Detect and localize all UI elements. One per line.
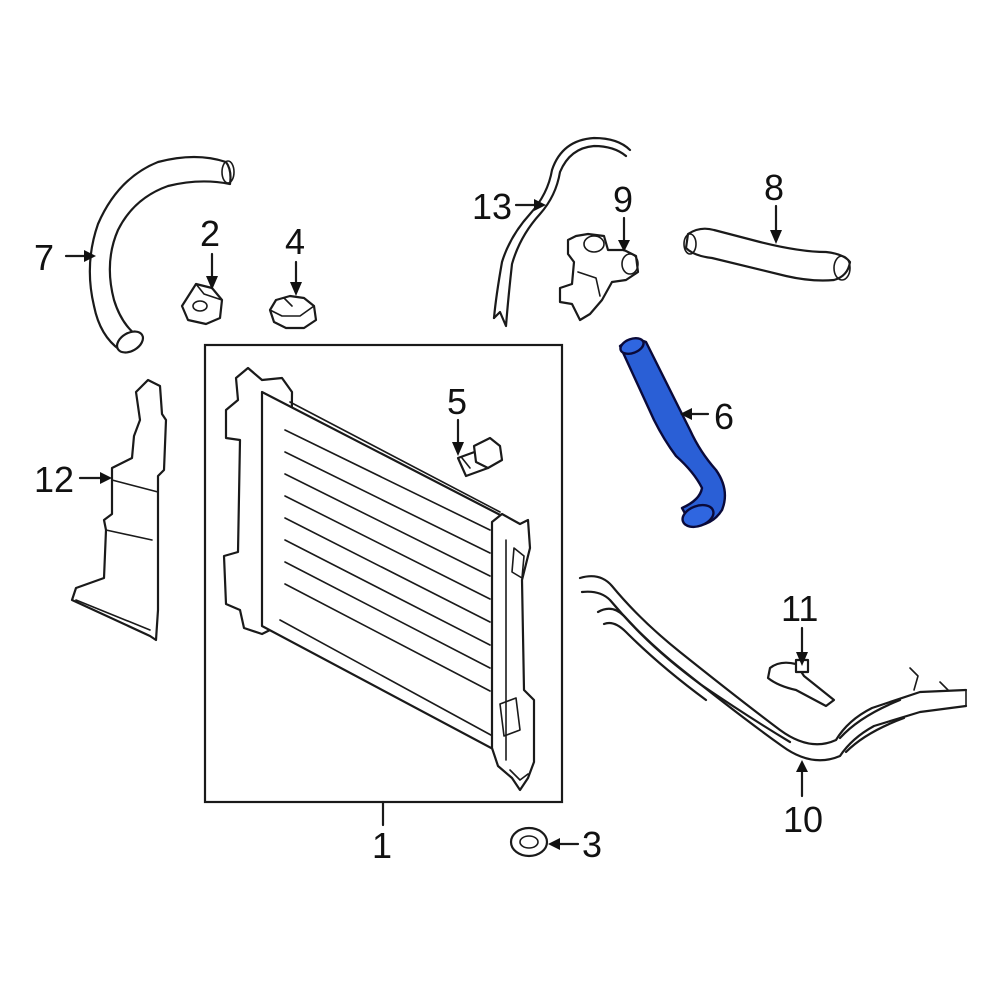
callout-11: 11 [781,588,818,629]
callout-2: 2 [200,213,220,254]
callout-5: 5 [447,381,467,422]
callout-12: 12 [34,459,74,500]
callout-4: 4 [285,221,305,262]
part-13-tube[interactable] [492,136,632,328]
part-7-upper-hose[interactable] [88,155,235,357]
part-1-radiator[interactable] [203,343,564,804]
leader-lines [64,203,804,846]
callout-8: 8 [764,167,784,208]
callout-10: 10 [783,799,823,840]
part-4-cap[interactable] [268,294,318,330]
callout-labels: 1 2 3 4 5 6 7 8 9 10 11 12 13 [34,167,823,866]
callout-7: 7 [34,237,54,278]
callout-1: 1 [372,825,392,866]
callout-3: 3 [582,824,602,865]
callout-9: 9 [613,179,633,220]
part-2-bracket[interactable] [180,282,224,326]
callout-13: 13 [472,186,512,227]
part-10-cooler-lines[interactable] [578,575,968,762]
part-9-outlet-housing[interactable] [558,232,640,322]
part-6-hose-highlighted[interactable] [618,335,727,531]
part-8-hose[interactable] [683,227,852,282]
arrowheads [84,199,808,850]
callout-6: 6 [714,396,734,437]
part-11-clip[interactable] [766,658,836,708]
part-3-washer[interactable] [509,826,549,858]
part-12-air-guide[interactable] [70,378,168,642]
part-5-drain-plug[interactable] [456,436,504,478]
